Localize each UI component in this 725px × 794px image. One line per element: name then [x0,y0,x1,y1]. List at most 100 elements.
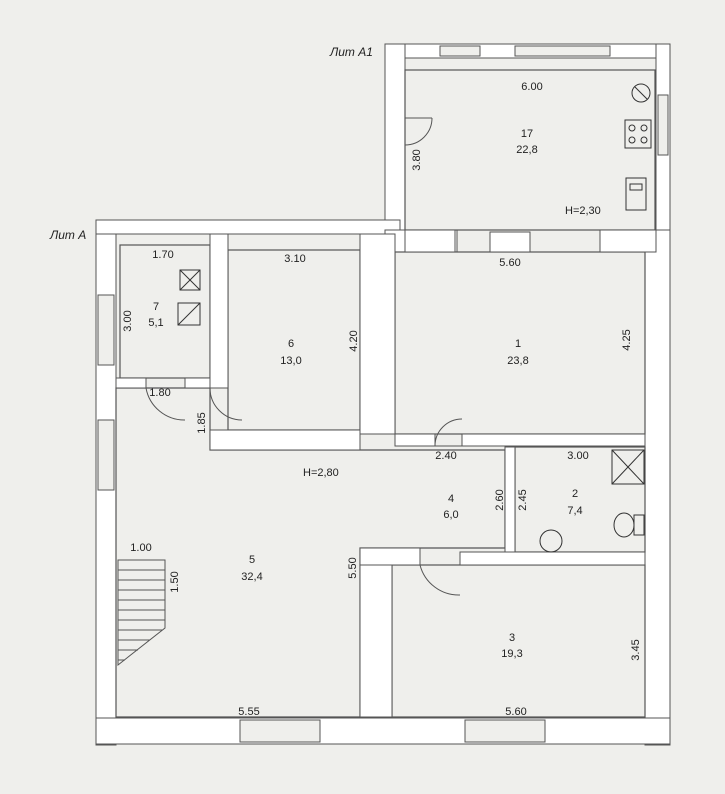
room-3-area: 19,3 [501,648,522,660]
stove-icon [624,119,652,149]
wall-r3-left [359,564,393,718]
dim-5-60-bottom: 5.60 [505,706,526,718]
door-r3 [419,564,461,596]
boiler-icon [177,302,201,326]
window-annex-top-2 [514,45,611,57]
height-labels: H=2,30 H=2,80 [303,205,601,479]
dim-1-80: 1.80 [149,387,170,399]
partition-walls [115,229,657,718]
stove-burner-icon [640,124,648,132]
dim-6-00: 6.00 [521,81,542,93]
door-r1 [434,418,463,447]
room-5-area: 32,4 [241,571,262,583]
block-label-a1: Лит А1 [329,45,373,59]
sink-icon [634,86,648,100]
staircase [117,559,166,667]
window-annex-top [439,45,481,57]
shower-icon [611,449,645,485]
door-r17 [404,117,433,146]
window-left-r7 [97,294,115,366]
room-3-outline [391,564,646,718]
room-7-number: 7 [153,301,159,313]
wall-r6-bottom [209,429,361,451]
door-r7 [145,387,186,421]
dim-5-55: 5.55 [238,706,259,718]
height-annex: H=2,30 [565,205,601,217]
dimension-labels: 6.00 5.60 1.70 3.10 1.80 2.40 3.00 1.00 … [122,81,642,718]
wall-right [644,229,671,746]
block-labels: Лит А1 Лит А [49,45,373,242]
sink-icon [631,83,651,103]
room-2-area: 7,4 [567,505,582,517]
appliance-icon [629,183,643,191]
wall-annex-left [384,43,406,235]
room-1-area: 23,8 [507,355,528,367]
stove-burner-icon [640,136,648,144]
dim-1-50: 1.50 [169,571,181,592]
room-labels: 17 22,8 7 5,1 6 13,0 1 23,8 4 6,0 2 7,4 … [148,128,582,660]
boiler-icon [179,269,201,291]
wall-r2-left [504,446,516,553]
dim-3-45: 3.45 [630,639,642,660]
dim-3-80: 3.80 [411,149,423,170]
kitchen-fixtures [624,83,652,211]
window-bottom-r5 [239,719,321,743]
wall-annex-bottom [404,229,456,253]
dim-3-10: 3.10 [284,253,305,265]
door-r6 [209,387,243,421]
bathroom-fixtures [539,449,645,553]
dim-5-50: 5.50 [347,557,359,578]
dim-5-60-top: 5.60 [499,257,520,269]
dim-1-85: 1.85 [196,412,208,433]
boiler-icon [179,269,201,291]
windows [97,45,669,743]
dim-2-40: 2.40 [435,450,456,462]
wall-annex-bottom-3 [599,229,657,253]
room-7-outline [119,244,211,379]
toilet-tank-icon [633,514,645,536]
dim-4-25: 4.25 [621,329,633,350]
dim-4-20: 4.20 [348,330,360,351]
wall-top-left [95,219,401,235]
dim-3-00-r7: 3.00 [122,310,134,331]
room-5-number: 5 [249,554,255,566]
room-6-number: 6 [288,338,294,350]
room-4-number: 4 [448,493,454,505]
room-17-number: 17 [521,128,533,140]
room-6-outline [227,249,361,431]
window-right-r17 [657,94,669,156]
dim-1-70: 1.70 [152,249,173,261]
dim-3-00-r2: 3.00 [567,450,588,462]
wall-r1-bottom-2 [461,433,646,447]
doors [145,117,463,596]
room-4-area: 6,0 [443,509,458,521]
window-left-r5 [97,419,115,491]
dim-2-60: 2.60 [494,489,506,510]
room-3-number: 3 [509,632,515,644]
dim-1-00: 1.00 [130,542,151,554]
stove-burner-icon [628,136,636,144]
room-17-area: 22,8 [516,144,537,156]
room-6-area: 13,0 [280,355,301,367]
wall-r1-bottom [394,433,436,447]
wall-annex-bottom-2 [489,231,531,253]
wall-r7-r6 [209,233,229,389]
room-17-outline [404,69,656,231]
wall-r6-right [359,233,396,435]
window-bottom-r3 [464,719,546,743]
room-2-outline [514,446,646,553]
shower-icon [611,449,645,485]
room-2-number: 2 [572,488,578,500]
equipment-r7 [177,269,201,326]
wall-r3-top [359,547,421,566]
washbasin-icon [539,529,563,553]
block-label-a: Лит А [49,228,86,242]
height-main: H=2,80 [303,467,339,479]
wall-r7-bottom-2 [184,377,211,389]
appliance-icon [625,177,647,211]
wall-r7-bottom [115,377,147,389]
dim-2-45: 2.45 [517,489,529,510]
room-1-number: 1 [515,338,521,350]
room-1-outline [394,251,646,435]
